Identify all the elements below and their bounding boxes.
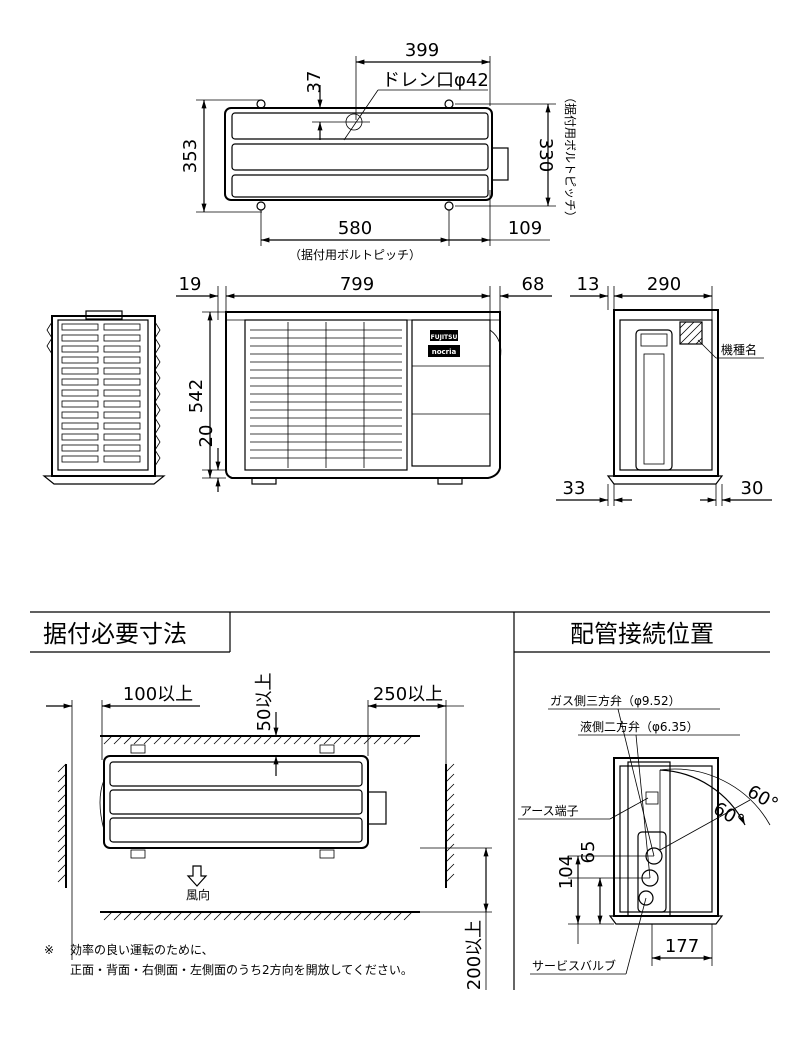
install-clearance: 100以上 50以上 250以上 風向 200以上 ※ 効率の良い運転のために、… [44,673,492,990]
front-view: FUJITSU nocria 19 799 68 542 20 [176,274,552,492]
service-valve-label: サービスバルブ [532,958,616,973]
front-body [225,311,501,479]
product-text: nocria [432,348,457,356]
drain-label: ドレン口φ42 [382,70,489,91]
model-label-plate [679,321,703,345]
top-view: 399 37 ドレン口φ42 353 330 （据付用ボルトピッチ） 580 1… [180,40,577,262]
earth-terminal-label: アース端子 [520,804,579,818]
fan-grille [244,319,408,471]
piping-position: 60° 60° ガス側三方弁（φ9.52） 液側二方弁（φ6.35） アース端子… [518,693,782,975]
dim-542: 542 [186,379,207,413]
product-plate [428,345,460,357]
bolt-pitch-label: （据付用ボルトピッチ） [289,248,421,262]
dim-68: 68 [522,274,545,295]
valve-cover [635,329,673,471]
dim-100-min: 100以上 [123,684,193,705]
angle-60-b: 60° [710,798,748,832]
dim-177: 177 [665,936,699,957]
brand-plate [430,330,458,341]
dim-19: 19 [179,274,202,295]
note-line-2: 正面・背面・右側面・左側面のうち2方向を開放してください。 [70,962,413,977]
model-name-label: 機種名 [721,342,757,357]
gas-valve-label: ガス側三方弁（φ9.52） [550,693,681,708]
dim-353: 353 [180,139,201,173]
left-louvres [61,323,141,463]
dim-290: 290 [647,274,681,295]
dim-799: 799 [340,274,374,295]
dim-20: 20 [196,425,217,448]
install-unit [103,755,369,849]
note-mark: ※ [44,943,54,957]
dim-109: 109 [508,218,542,239]
service-panel [411,319,491,467]
dim-37: 37 [304,71,325,94]
wind-label: 風向 [186,887,210,902]
dim-330: 330 [535,138,556,172]
top-valve-cover [491,147,509,181]
dim-399: 399 [405,40,439,61]
dim-104: 104 [556,855,577,889]
brand-text: FUJITSU [431,334,458,341]
dim-65: 65 [578,841,599,864]
dim-30: 30 [741,478,764,499]
dim-580: 580 [338,218,372,239]
dim-50-min: 50以上 [254,673,275,732]
note-line-1: 効率の良い運転のために、 [70,942,214,957]
right-side-view: 機種名 13 290 33 30 [556,274,772,506]
left-end-view [42,310,166,485]
install-header: 据付必要寸法 [43,620,187,648]
angle-60-a: 60° [744,781,782,815]
bolt-pitch-vertical: （据付用ボルトピッチ） [563,91,577,223]
grille-bars [250,322,402,468]
dim-200-min: 200以上 [464,920,485,990]
wind-arrow-icon [186,865,208,887]
dim-33: 33 [563,478,586,499]
section-headers: 据付必要寸法 配管接続位置 [30,611,770,990]
dim-13: 13 [577,274,600,295]
liquid-valve-label: 液側二方弁（φ6.35） [580,719,699,734]
piping-header: 配管接続位置 [570,620,714,648]
dim-250-min: 250以上 [373,684,443,705]
